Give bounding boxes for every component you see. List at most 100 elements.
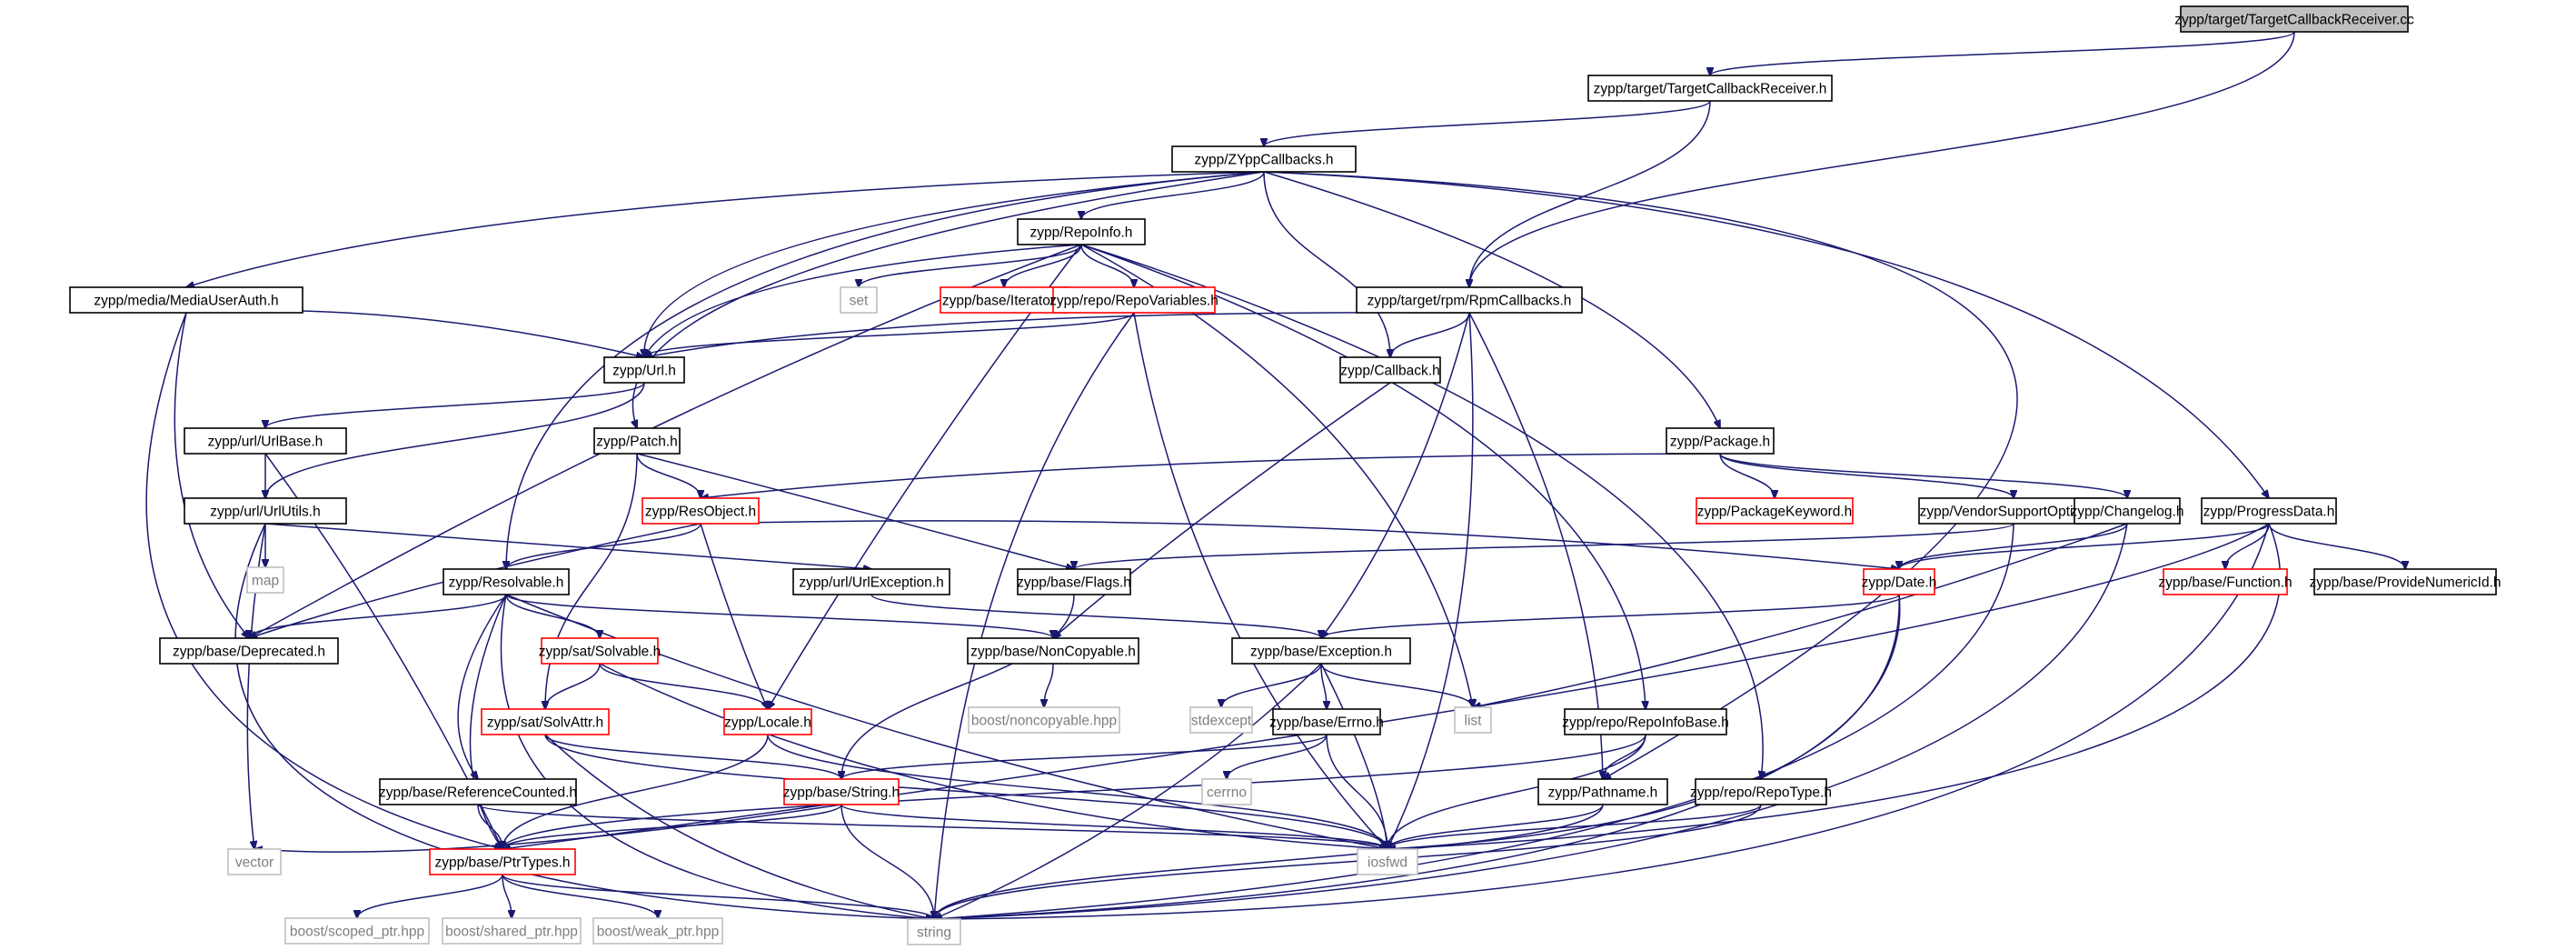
node-zypp-base-iterator-h[interactable]: zypp/base/Iterator.h (940, 286, 1069, 314)
node-zypp-base-providenumericid-h[interactable]: zypp/base/ProvideNumericId.h (2309, 568, 2501, 595)
node-box[interactable] (2201, 497, 2337, 525)
node-zypp-url-urlutils-h[interactable]: zypp/url/UrlUtils.h (184, 497, 347, 525)
node-box[interactable] (1339, 356, 1441, 384)
node-box[interactable] (184, 427, 347, 455)
edge-zypp-progressdata-h-to-zypp-date-h (1899, 523, 2270, 569)
node-box[interactable] (1017, 218, 1146, 245)
node-zypp-changelog-h[interactable]: zypp/Changelog.h (2071, 497, 2184, 525)
node-box[interactable] (792, 568, 950, 595)
node-zypp-pathname-h[interactable]: zypp/Pathname.h (1537, 778, 1668, 805)
node-zypp-package-h[interactable]: zypp/Package.h (1666, 427, 1775, 455)
node-zypp-base-errno-h[interactable]: zypp/base/Errno.h (1269, 708, 1384, 735)
node-box[interactable] (1666, 427, 1775, 455)
node-zypp-packagekeyword-h[interactable]: zypp/PackageKeyword.h (1696, 497, 1854, 525)
node-zypp-date-h[interactable]: zypp/Date.h (1862, 568, 1937, 595)
node-box[interactable] (1356, 286, 1583, 314)
node-label: zypp/url/UrlException.h (799, 575, 943, 591)
edge-zypp-target-rpm-rpmcallbacks-h-to-zypp-callback-h (1390, 312, 1470, 357)
node-zypp-repo-repovariables-h[interactable]: zypp/repo/RepoVariables.h (1049, 286, 1218, 314)
node-box[interactable] (2180, 5, 2409, 33)
node-box[interactable] (1564, 708, 1727, 735)
node-zypp-resobject-h[interactable]: zypp/ResObject.h (642, 497, 760, 525)
edge-zypp-package-h-to-zypp-packagekeyword-h (1719, 453, 1775, 498)
node-box[interactable] (69, 286, 303, 314)
node-zypp-base-exception-h[interactable]: zypp/base/Exception.h (1231, 637, 1411, 665)
node-box[interactable] (1695, 778, 1827, 805)
edge-zypp-sat-solvattr-h-to-string (544, 734, 934, 919)
node-box[interactable] (603, 356, 685, 384)
node-boost-shared-ptr-hpp: boost/shared_ptr.hpp (442, 917, 582, 945)
node-box[interactable] (541, 637, 659, 665)
node-label: zypp/VendorSupportOptions.h (1920, 505, 2108, 520)
node-box[interactable] (967, 637, 1139, 665)
node-label: zypp/base/NonCopyable.h (970, 645, 1136, 660)
node-zypp-base-deprecated-h[interactable]: zypp/base/Deprecated.h (159, 637, 339, 665)
edge-zypp-base-noncopyable-h-to-boost-noncopyable-hpp (1044, 663, 1054, 707)
node-zypp-progressdata-h[interactable]: zypp/ProgressData.h (2201, 497, 2337, 525)
node-box[interactable] (1017, 568, 1131, 595)
node-box (1201, 778, 1252, 805)
edge-zypp-resolvable-h-to-zypp-base-referencecounted-h (457, 594, 507, 779)
edge-zypp-base-string-h-to-string (840, 804, 934, 919)
node-zypp-patch-h[interactable]: zypp/Patch.h (593, 427, 681, 455)
node-box[interactable] (443, 568, 570, 595)
node-box[interactable] (1052, 286, 1216, 314)
node-box[interactable] (2313, 568, 2497, 595)
node-box[interactable] (159, 637, 339, 665)
edge-zypp-base-exception-h-to-string (934, 663, 1322, 919)
node-zypp-base-ptrtypes-h[interactable]: zypp/base/PtrTypes.h (429, 848, 576, 875)
node-zypp-resolvable-h[interactable]: zypp/Resolvable.h (443, 568, 570, 595)
node-box[interactable] (1863, 568, 1935, 595)
node-zypp-target-targetcallbackreceiver-h[interactable]: zypp/target/TargetCallbackReceiver.h (1587, 75, 1833, 102)
edge-zypp-target-targetcallbackreceiver-h-to-zypp-target-rpm-rpmcallbacks-h (1469, 100, 1711, 287)
node-box[interactable] (2163, 568, 2288, 595)
node-box[interactable] (2074, 497, 2181, 525)
node-box[interactable] (642, 497, 760, 525)
node-box[interactable] (940, 286, 1069, 314)
node-zypp-media-mediauserauth-h[interactable]: zypp/media/MediaUserAuth.h (69, 286, 303, 314)
node-zypp-url-urlexception-h[interactable]: zypp/url/UrlException.h (792, 568, 950, 595)
node-box (907, 918, 961, 945)
node-box[interactable] (481, 708, 610, 735)
node-box[interactable] (1537, 778, 1668, 805)
node-zypp-target-rpm-rpmcallbacks-h[interactable]: zypp/target/rpm/RpmCallbacks.h (1356, 286, 1583, 314)
node-zypp-repo-repoinfobase-h[interactable]: zypp/repo/RepoInfoBase.h (1562, 708, 1729, 735)
node-boost-noncopyable-hpp: boost/noncopyable.hpp (968, 706, 1120, 734)
node-box[interactable] (723, 708, 812, 735)
node-zypp-target-targetcallbackreceiver-cc[interactable]: zypp/target/TargetCallbackReceiver.cc (2174, 5, 2414, 33)
node-zypp-zyppcallbacks-h[interactable]: zypp/ZYppCallbacks.h (1171, 145, 1357, 173)
node-box[interactable] (593, 427, 681, 455)
node-zypp-base-string-h[interactable]: zypp/base/String.h (783, 778, 900, 805)
edge-zypp-zyppcallbacks-h-to-zypp-media-mediauserauth-h (186, 171, 1265, 287)
node-box[interactable] (184, 497, 347, 525)
node-zypp-locale-h[interactable]: zypp/Locale.h (723, 708, 812, 735)
edge-zypp-vendorsupportoptions-h-to-zypp-base-flags-h (1074, 523, 2014, 569)
node-box[interactable] (429, 848, 576, 875)
node-box[interactable] (1171, 145, 1357, 173)
node-box[interactable] (379, 778, 577, 805)
node-box[interactable] (1587, 75, 1833, 102)
node-zypp-base-referencecounted-h[interactable]: zypp/base/ReferenceCounted.h (379, 778, 577, 805)
node-box (1189, 706, 1253, 734)
edge-zypp-url-h-to-zypp-url-urlbase-h (265, 382, 645, 428)
node-zypp-url-h[interactable]: zypp/Url.h (603, 356, 685, 384)
node-box[interactable] (1696, 497, 1854, 525)
edge-zypp-resobject-h-to-zypp-date-h (700, 520, 1899, 569)
node-zypp-base-noncopyable-h[interactable]: zypp/base/NonCopyable.h (967, 637, 1139, 665)
node-label: zypp/sat/Solvable.h (539, 645, 661, 660)
node-zypp-base-flags-h[interactable]: zypp/base/Flags.h (1017, 568, 1131, 595)
node-box[interactable] (1231, 637, 1411, 665)
node-box[interactable] (783, 778, 900, 805)
node-label: zypp/base/Deprecated.h (173, 645, 325, 660)
node-box (968, 706, 1120, 734)
edge-zypp-target-targetcallbackreceiver-h-to-zypp-zyppcallbacks-h (1264, 100, 1711, 146)
node-zypp-url-urlbase-h[interactable]: zypp/url/UrlBase.h (184, 427, 347, 455)
node-zypp-callback-h[interactable]: zypp/Callback.h (1339, 356, 1441, 384)
node-zypp-sat-solvable-h[interactable]: zypp/sat/Solvable.h (539, 637, 661, 665)
node-zypp-repoinfo-h[interactable]: zypp/RepoInfo.h (1017, 218, 1146, 245)
node-zypp-repo-repotype-h[interactable]: zypp/repo/RepoType.h (1690, 778, 1832, 805)
node-zypp-base-function-h[interactable]: zypp/base/Function.h (2158, 568, 2293, 595)
node-zypp-sat-solvattr-h[interactable]: zypp/sat/SolvAttr.h (481, 708, 610, 735)
node-box[interactable] (1272, 708, 1381, 735)
